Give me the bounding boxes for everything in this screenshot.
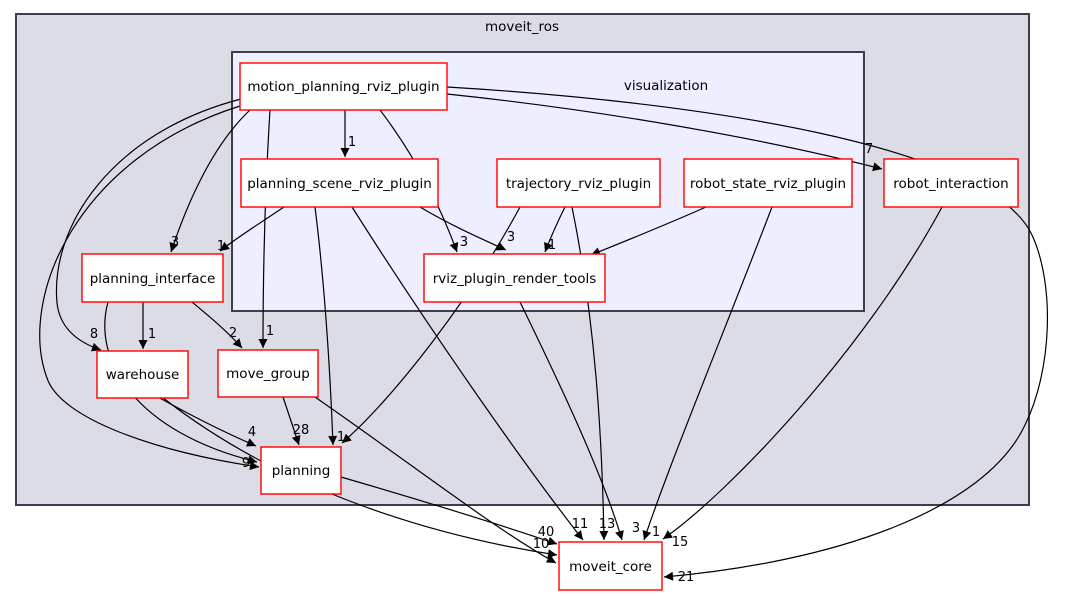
edge-planning-to-moveit-core <box>340 476 558 546</box>
node-planning-interface[interactable]: planning_interface <box>81 253 224 303</box>
edge-trajectory-to-render-tools <box>544 206 566 253</box>
node-label: rviz_plugin_render_tools <box>433 271 597 287</box>
edge-planning-scene-to-planning <box>314 206 338 446</box>
edge-label: 1 <box>652 525 660 540</box>
edge-move-group-to-moveit-core <box>314 396 557 564</box>
node-label: robot_interaction <box>893 176 1008 192</box>
edge-trajectory-to-planning <box>341 206 521 444</box>
edge-label: 3 <box>507 230 515 245</box>
edge-warehouse-to-planning <box>157 396 257 447</box>
edge-label: 3 <box>460 235 468 250</box>
node-robot-interaction[interactable]: robot_interaction <box>883 158 1019 208</box>
node-trajectory-rviz-plugin[interactable]: trajectory_rviz_plugin <box>496 158 661 208</box>
edge-motion-planning-to-warehouse <box>55 98 242 352</box>
edge-label: 1 <box>148 327 156 342</box>
node-label: trajectory_rviz_plugin <box>506 176 651 192</box>
edge-label: 11 <box>572 517 589 532</box>
edge-label: 1 <box>217 239 225 254</box>
node-label: planning <box>272 463 331 479</box>
edge-planning-scene-to-planning-interface <box>219 206 285 252</box>
node-warehouse[interactable]: warehouse <box>96 350 189 399</box>
edge-robot-state-to-moveit-core <box>642 206 773 541</box>
edge-label: 28 <box>293 423 310 438</box>
edge-motion-planning-to-move-group <box>258 109 271 349</box>
edge-label: 8 <box>90 327 98 342</box>
edge-trajectory-to-moveit-core <box>571 206 609 541</box>
edge-motion-planning-to-moveit-core <box>446 86 1049 581</box>
edge-robot-interaction-to-moveit-core <box>662 206 943 540</box>
edge-motion-planning-to-planning-interface <box>169 109 251 253</box>
node-rviz-plugin-render-tools[interactable]: rviz_plugin_render_tools <box>423 253 606 303</box>
edge-label: 1 <box>548 238 556 253</box>
edge-motion-planning-to-planning <box>39 105 260 471</box>
edge-planning-interface-to-move-group <box>191 301 243 349</box>
node-planning[interactable]: planning <box>260 446 342 495</box>
edges <box>39 86 1049 581</box>
edge-label: 40 <box>538 525 555 540</box>
edge-warehouse-to-moveit-core <box>161 396 558 559</box>
edge-label: 10 <box>533 537 550 552</box>
node-motion-planning-rviz-plugin[interactable]: motion_planning_rviz_plugin <box>239 62 448 111</box>
node-label: planning_scene_rviz_plugin <box>247 176 432 192</box>
node-label: warehouse <box>106 367 180 383</box>
edge-label: 3 <box>632 521 640 536</box>
edge-label: 9 <box>242 456 250 471</box>
node-robot-state-rviz-plugin[interactable]: robot_state_rviz_plugin <box>683 158 853 208</box>
edge-label: 15 <box>672 535 689 550</box>
edge-label: 13 <box>599 517 616 532</box>
edge-label: 3 <box>171 235 179 250</box>
edge-render-tools-to-moveit-core <box>519 301 624 541</box>
cluster-moveit-ros-label: moveit_ros <box>485 19 559 35</box>
node-move-group[interactable]: move_group <box>217 349 319 398</box>
node-label: planning_interface <box>90 271 216 287</box>
edge-planning-scene-to-moveit-core <box>351 206 584 541</box>
cluster-visualization-label[interactable]: visualization <box>624 78 708 94</box>
node-planning-scene-rviz-plugin[interactable]: planning_scene_rviz_plugin <box>240 158 439 208</box>
node-moveit-core[interactable]: moveit_core <box>558 541 663 591</box>
node-label: motion_planning_rviz_plugin <box>247 79 439 95</box>
edge-label: 2 <box>229 326 237 341</box>
edge-planning-scene-to-render-tools <box>419 206 507 251</box>
edge-label: 4 <box>248 425 256 440</box>
node-label: robot_state_rviz_plugin <box>690 176 846 192</box>
edge-label: 7 <box>865 142 873 157</box>
node-label: move_group <box>226 366 310 382</box>
edge-motion-planning-to-robot-interaction <box>446 93 883 172</box>
node-label: moveit_core <box>569 559 652 575</box>
edge-move-group-to-planning <box>282 396 301 446</box>
edge-label: 1 <box>266 324 274 339</box>
edge-label: 1 <box>337 430 345 445</box>
edge-label: 21 <box>678 570 695 585</box>
edge-label: 1 <box>348 135 356 150</box>
edge-robot-state-to-render-tools <box>590 206 707 256</box>
